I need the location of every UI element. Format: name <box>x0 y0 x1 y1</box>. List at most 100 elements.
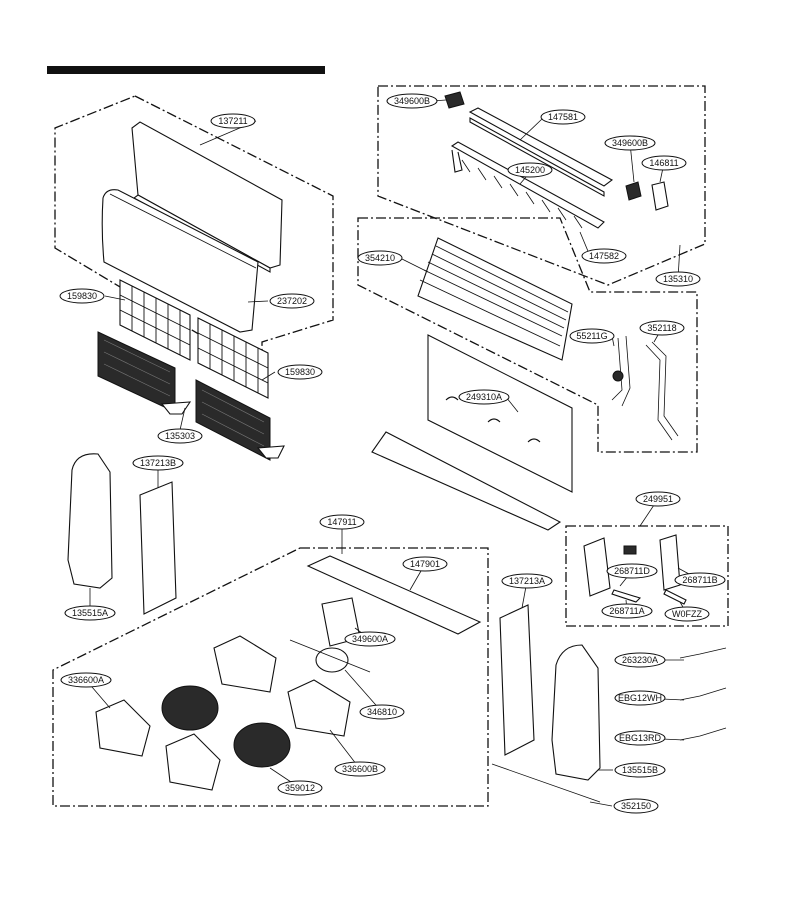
part-number: 137213B <box>140 458 176 468</box>
part-number: 147911 <box>327 517 356 527</box>
part-labels: 137211 237202 159830 159830 135303 349600B 147… <box>59 93 726 814</box>
drain-pan-chassis-part <box>427 334 573 493</box>
label-oval <box>540 109 586 125</box>
part-label-135303: 135303 <box>157 428 203 444</box>
part-number: 359012 <box>285 783 315 793</box>
part-label-249951: 249951 <box>635 491 681 507</box>
label-oval <box>641 155 687 171</box>
drain-tray-part <box>371 431 562 531</box>
drain-hose-part <box>491 763 601 803</box>
obscured-header <box>47 66 325 74</box>
part-label-145200: 145200 <box>507 162 553 178</box>
part-number: 159830 <box>285 367 315 377</box>
label-oval <box>132 455 184 471</box>
part-number: 268711A <box>609 606 644 616</box>
part-number: 137211 <box>218 116 247 126</box>
grille-mesh-left-part <box>97 331 192 415</box>
piping-part-a <box>611 335 631 407</box>
label-oval <box>664 606 710 622</box>
label-oval <box>357 250 403 266</box>
part-number: 147582 <box>589 251 619 261</box>
part-number: 135303 <box>165 431 195 441</box>
evaporator-coil-part <box>417 237 573 361</box>
part-number: 352150 <box>621 801 651 811</box>
part-number: 263230A <box>622 655 658 665</box>
label-oval <box>613 798 659 814</box>
part-label-147911: 147911 <box>319 514 365 530</box>
part-label-349600b2: 349600B <box>604 135 656 151</box>
label-oval <box>614 690 666 706</box>
top-louver-part <box>468 107 614 197</box>
fan-motor-plate-part <box>306 555 482 635</box>
side-bracket-right-part <box>499 604 535 756</box>
part-label-352150: 352150 <box>613 798 659 814</box>
label-oval <box>674 572 726 588</box>
part-label-346810: 346810 <box>359 704 405 720</box>
blower-wheel-right-part <box>233 722 291 768</box>
part-label-159830b: 159830 <box>277 364 323 380</box>
part-label-237202: 237202 <box>269 293 315 309</box>
part-number: 135515B <box>622 765 658 775</box>
vane-assembly-part <box>450 141 605 229</box>
part-number: 352118 <box>647 323 676 333</box>
fan-housing-bottom-right-part <box>165 733 221 791</box>
label-oval <box>614 730 666 746</box>
part-number: 336600A <box>68 675 104 685</box>
label-oval <box>60 672 112 688</box>
part-label-349600b1: 349600B <box>386 93 438 109</box>
part-number: 147901 <box>410 559 440 569</box>
small-chip-part <box>623 545 637 555</box>
side-cover-left-part <box>67 453 113 589</box>
part-label-146811: 146811 <box>641 155 687 171</box>
label-oval <box>269 293 315 309</box>
part-label-ebg12wh: EBG12WH <box>614 690 666 706</box>
part-label-147581: 147581 <box>540 109 586 125</box>
label-oval <box>157 428 203 444</box>
part-number: 145200 <box>515 165 545 175</box>
air-filter-right-part <box>197 317 269 399</box>
grille-mesh-right-part <box>195 379 285 461</box>
label-oval <box>581 248 627 264</box>
control-box-group-boundary <box>565 525 729 627</box>
part-label-ebg13rd: EBG13RD <box>614 730 666 746</box>
label-oval <box>601 603 653 619</box>
small-clip-part-a <box>444 91 465 109</box>
label-oval <box>458 389 510 405</box>
wire-harness-a-part <box>679 647 727 659</box>
part-label-249310a: 249310A <box>458 389 510 405</box>
label-oval <box>606 563 658 579</box>
part-label-55211g: 55211G <box>569 328 615 344</box>
label-oval <box>639 320 685 336</box>
front-grille-panel-part <box>101 189 259 333</box>
evaporator-group-boundary <box>357 217 698 453</box>
part-label-336600b: 336600B <box>334 761 386 777</box>
part-number: 135515A <box>72 608 108 618</box>
pcb-left-part <box>583 537 611 597</box>
label-oval <box>210 113 256 129</box>
label-oval <box>614 762 666 778</box>
part-number: 137213A <box>509 576 545 586</box>
part-label-359012: 359012 <box>277 780 323 796</box>
label-oval <box>501 573 553 589</box>
part-number: 237202 <box>277 296 307 306</box>
wire-harness-c-part <box>679 727 727 741</box>
part-label-159830a: 159830 <box>59 288 105 304</box>
label-oval <box>655 271 701 287</box>
part-number: 349600B <box>612 138 648 148</box>
part-number: 349600B <box>394 96 430 106</box>
part-number: 349600A <box>352 634 388 644</box>
label-oval <box>402 556 448 572</box>
part-number: 268711B <box>682 575 717 585</box>
side-cover-right-part <box>551 644 601 781</box>
wire-harness-b-part <box>679 687 727 701</box>
pcb-right-part <box>659 534 681 591</box>
fan-housing-top-right-part <box>287 679 351 737</box>
fan-motor-group-boundary <box>52 547 489 807</box>
part-number: 346810 <box>367 707 397 717</box>
motor-part <box>289 639 371 673</box>
cable-part <box>663 589 687 605</box>
part-number: 147581 <box>548 112 578 122</box>
label-oval <box>64 605 116 621</box>
air-filter-left-part <box>119 279 191 361</box>
